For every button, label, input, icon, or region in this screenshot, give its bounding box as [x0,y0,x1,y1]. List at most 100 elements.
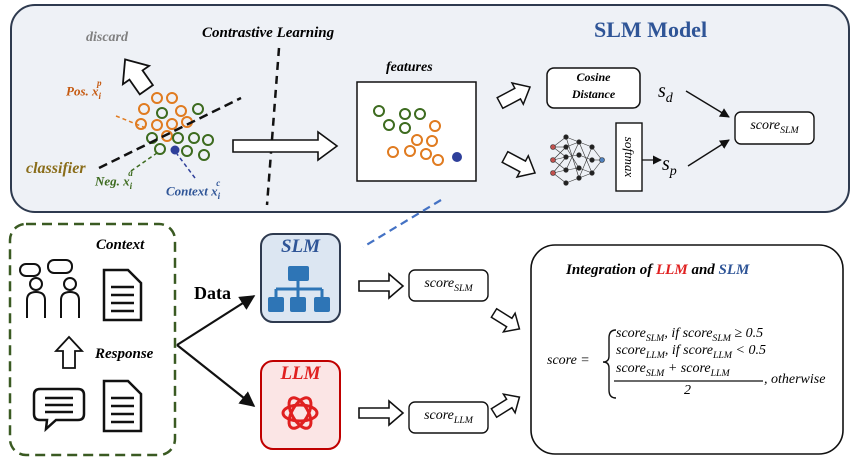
data-box [8,222,177,457]
case2-sub: LLM [645,349,665,361]
s-d-label: sd [658,80,673,107]
score-slm-box [408,269,489,302]
score-slm-top-sub: SLM [780,124,799,136]
s-p-label: sp [662,153,677,180]
integration-title-and: and [687,262,719,278]
case2-text: score [616,343,646,358]
context-label-text: Context x [166,183,218,199]
data-to-slm-arrow [176,295,256,346]
classifier-label: classifier [26,160,86,177]
features-label: features [386,60,433,75]
frac-num-b-sub: LLM [710,367,730,379]
score-slm-box-top [734,111,815,145]
discard-label: discard [86,30,128,45]
integration-title-llm: LLM [656,262,688,278]
neg-label: Neg. xia [95,168,133,191]
score-llm-label: scoreLLM [409,408,488,426]
cosine-line2: Distance [571,87,616,101]
pos-pointer [115,115,147,129]
neg-label-sub: i [129,180,133,191]
context-label: Context xic [166,178,221,201]
score-slm-text: score [424,276,455,291]
context-label-sup: c [216,178,221,188]
score-slm-top-text: score [750,118,781,133]
to-features-arrow [232,130,339,162]
score-slm-to-integration-arrow [490,307,521,333]
hierarchy-icon [268,266,330,312]
piecewise-brace [602,329,617,399]
people-icon [19,259,80,318]
softmax-box [615,122,643,192]
pos-label-text: Pos. x [66,83,99,99]
case-3-otherwise: , otherwise [764,372,826,387]
to-network-arrow [501,150,537,179]
case2-rel: < 0.5 [732,343,766,358]
case1-cond: , if score [664,326,713,341]
frac-num-a: score [616,361,646,376]
to-cosine-arrow [496,81,532,110]
slm-model-label: SLM [280,236,321,257]
case-1: scoreSLM, if scoreSLM ≥ 0.5 [616,326,763,344]
separator-line [265,47,281,206]
slm-model-title: SLM Model [594,17,708,42]
sd-to-score-arrow [685,90,730,118]
frac-plus: + score [664,361,711,376]
score-slm-sub: SLM [454,282,473,294]
s-p-text: s [662,153,670,175]
integration-title-prefix: Integration of [566,262,657,278]
cosine-distance-box [546,67,641,109]
softmax-label: softmax [622,136,637,178]
data-to-llm-arrow [176,344,256,407]
case1-rel: ≥ 0.5 [730,326,764,341]
score-slm-label: scoreSLM [409,276,488,294]
sp-to-score-arrow [687,139,730,167]
score-equals: score = [547,353,590,368]
classifier-line [98,96,242,170]
s-d-sub: d [665,91,673,106]
case1-text: score [616,326,646,341]
context-pointer [176,153,196,179]
features-box [356,81,477,182]
context-label-sub: i [217,190,221,201]
case-3-denominator: 2 [684,383,691,398]
neural-network-icon [550,134,605,186]
case1-cond-sub: SLM [712,332,731,344]
score-llm-box [408,401,489,434]
chat-icon [32,387,86,433]
integration-title: Integration of LLM and SLM [566,262,749,279]
frac-num-a-sub: SLM [645,367,665,379]
case2-cond-sub: LLM [712,349,733,361]
integration-panel [530,244,844,455]
connector-line [362,199,442,248]
case-3-numerator: scoreSLM + scoreLLM [616,361,730,379]
document-icon-bottom [102,379,143,433]
score-llm-text: score [424,408,454,423]
s-p-sub: p [669,164,677,179]
data-label: Data [194,283,231,303]
contrastive-learning-label: Contrastive Learning [202,25,335,41]
slm-to-score-arrow [358,272,405,300]
document-icon-top [102,268,143,322]
pos-label-sub: i [98,90,102,101]
pos-label: Pos. xip [66,78,102,101]
s-d-text: s [658,80,666,102]
neg-pointer [130,152,158,172]
score-llm-sub: LLM [453,414,473,426]
neg-label-text: Neg. x [95,173,130,189]
neg-label-sup: a [128,168,133,178]
score-llm-to-integration-arrow [490,393,521,419]
case1-sub: SLM [645,332,665,344]
case-2: scoreLLM, if scoreLLM < 0.5 [616,343,766,361]
context-title: Context [96,237,145,253]
pos-label-sup: p [97,78,102,88]
llm-to-score-arrow [358,399,405,427]
discard-arrow [121,58,155,96]
response-title: Response [95,346,154,362]
up-arrow [53,335,85,369]
cosine-line1: Cosine [576,70,611,84]
feature-points [373,105,462,166]
openai-icon [281,396,319,430]
integration-title-slm: SLM [718,262,750,278]
score-slm-top-label: scoreSLM [735,118,814,136]
